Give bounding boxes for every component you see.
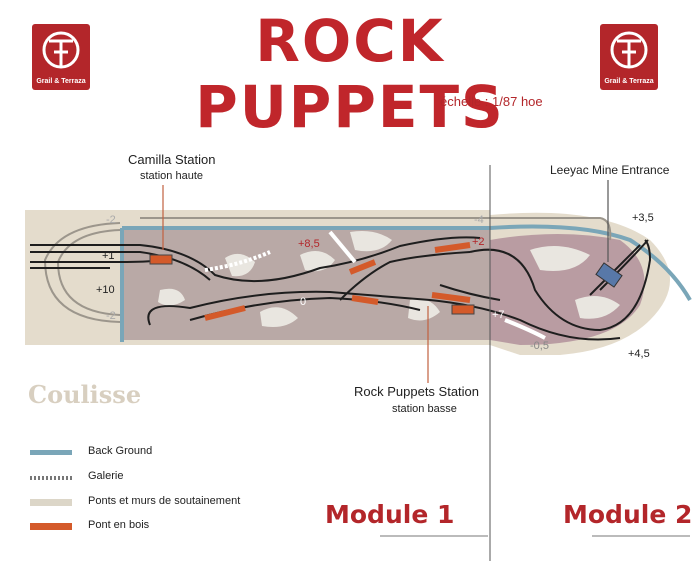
module-1-label: Module 1 [325,500,455,529]
legend-swatch-ponts [30,499,72,506]
coulisse-label: Coulisse [28,380,142,409]
rock [530,246,590,271]
level-minus2-left-bottom: -2 [106,310,116,322]
legend-swatch-background [30,450,72,455]
wood-bridge [431,292,471,303]
rock-puppets-platform [451,304,475,315]
leeyac-mine-box [595,262,623,288]
track [469,239,652,332]
rock [158,288,185,306]
track [30,236,481,283]
rock-puppets-station-sub: station basse [392,403,457,415]
rock-group [158,231,620,327]
module-2-label: Module 2 [563,500,693,529]
rock [260,307,298,327]
level-plus4-5: +4,5 [628,348,650,360]
level-plus10: +10 [96,284,115,296]
logo-right-icon [610,31,648,69]
logo-right: Grail & Terraza [600,24,658,90]
logo-left: Grail & Terraza [32,24,90,90]
level-plus3-5: +3,5 [632,212,654,224]
logo-left-icon [42,31,80,69]
legend-label-galerie: Galerie [88,470,124,482]
wood-bridge [434,242,471,253]
track [599,239,649,291]
wood-bridge [204,305,246,321]
legend-label-ponts: Ponts et murs de soutainement [88,495,241,507]
page-title: ROCK PUPPETS [195,7,505,141]
level-minus2-left: -2 [106,214,116,226]
legend-swatch-galerie [30,476,72,480]
level-plus2: +2 [472,236,485,248]
leeyac-mine-label: Leeyac Mine Entrance [550,163,670,177]
legend-label-pont-bois: Pont en bois [88,519,150,531]
track [439,284,501,301]
rock-puppets-station-label: Rock Puppets Station [354,384,480,399]
logo-right-text: Grail & Terraza [604,78,654,85]
wood-bridge [348,259,377,275]
camilla-platform [149,254,173,265]
level-zero: 0 [300,296,307,308]
logo-left-text: Grail & Terraza [36,78,86,85]
rock [408,298,440,321]
scenic-area [122,228,490,340]
galerie [204,250,271,272]
level-plus1: +1 [102,250,115,262]
level-minus4: -4 [474,214,484,226]
wood-bridges [204,242,471,321]
track [589,244,641,296]
scale-label: échelle : 1/87 hoe [440,94,543,109]
legend-label-background: Back Ground [88,445,153,457]
track [30,251,211,281]
level-minus0-5: -0,5 [530,340,549,352]
track [339,251,471,301]
galerie [328,230,357,264]
camilla-station-sub: station haute [140,170,203,182]
wood-bridge [351,295,379,305]
background-line [122,224,692,301]
rock [575,296,620,319]
galerie [504,318,546,340]
hidden-track [43,222,121,323]
rock [350,231,392,252]
level-plus7: +7 [492,309,505,321]
track [147,290,621,341]
legend-swatch-pont-bois [30,523,72,530]
scenic-area-2 [490,234,645,345]
main-tracks [30,236,652,341]
rock [225,253,255,277]
camilla-station-label: Camilla Station [128,152,216,167]
level-plus8-5: +8,5 [298,238,320,250]
